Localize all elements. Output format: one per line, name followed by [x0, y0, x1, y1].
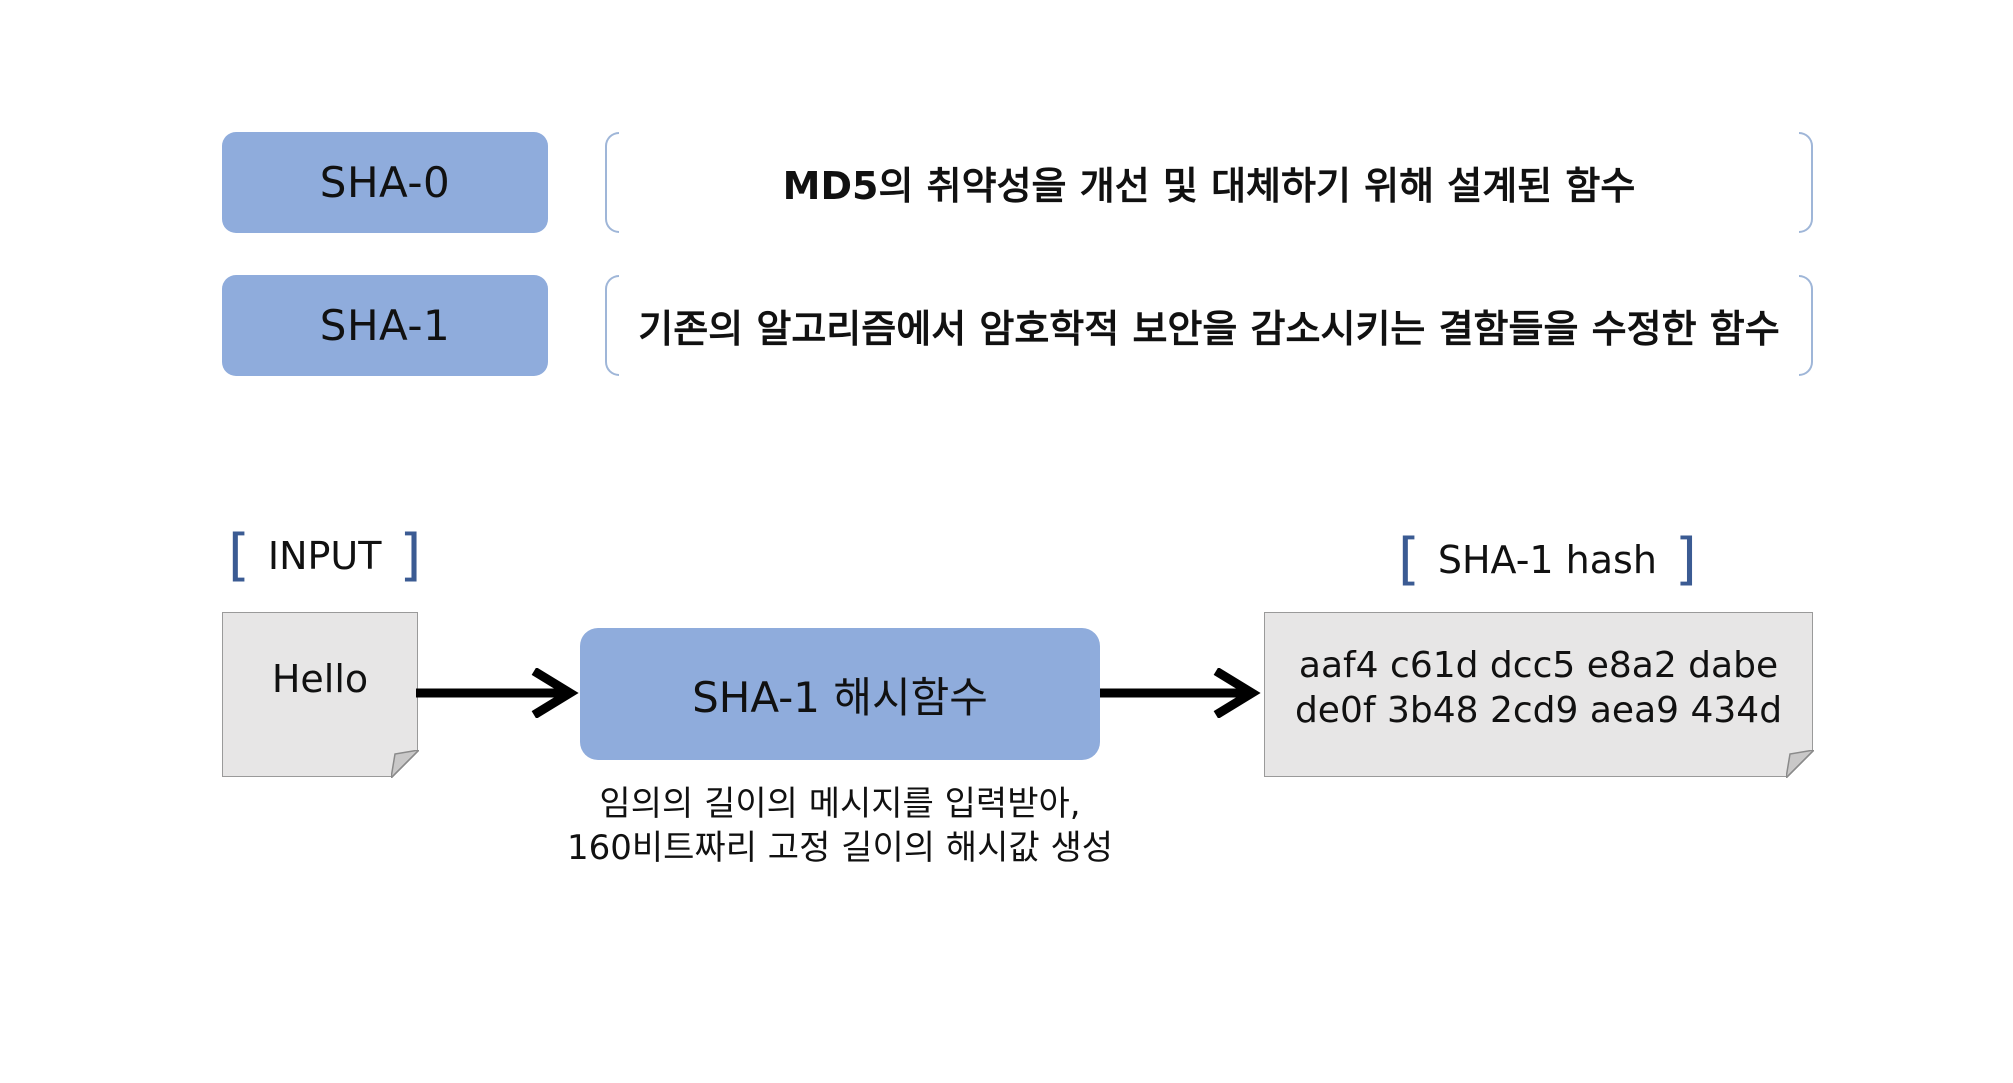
input-heading-text: INPUT [267, 534, 382, 578]
input-heading: [ INPUT ] [228, 525, 421, 587]
open-bracket-icon: [ [228, 523, 250, 588]
sha0-label: SHA-0 [319, 158, 451, 207]
sha0-label-box: SHA-0 [222, 132, 548, 233]
sha1-function-box: SHA-1 해시함수 [580, 628, 1100, 760]
sha0-description-box: MD5의 취약성을 개선 및 대체하기 위해 설계된 함수 [605, 132, 1813, 233]
arrow-to-output [1098, 668, 1261, 718]
function-caption: 임의의 길이의 메시지를 입력받아, 160비트짜리 고정 길이의 해시값 생성 [540, 782, 1140, 870]
arrow-to-function [416, 668, 579, 718]
close-bracket-icon: ] [399, 523, 422, 588]
caption-line: 임의의 길이의 메시지를 입력받아, [599, 784, 1081, 824]
sha1-label: SHA-1 [319, 301, 451, 350]
left-bracket-frame [605, 132, 619, 233]
output-note: aaf4 c61d dcc5 e8a2 dabe de0f 3b48 2cd9 … [1264, 612, 1814, 778]
hash-line: aaf4 c61d dcc5 e8a2 dabe [1298, 645, 1779, 686]
output-heading-text: SHA-1 hash [1437, 538, 1657, 582]
output-heading: [ SHA-1 hash ] [1398, 529, 1697, 591]
close-bracket-icon: ] [1674, 527, 1697, 592]
sha0-description: MD5의 취약성을 개선 및 대체하기 위해 설계된 함수 [782, 164, 1636, 208]
sha1-label-box: SHA-1 [222, 275, 548, 376]
open-bracket-icon: [ [1398, 527, 1420, 592]
right-bracket-frame [1799, 275, 1813, 376]
right-bracket-frame [1799, 132, 1813, 233]
input-note: Hello [222, 612, 419, 778]
hash-line: de0f 3b48 2cd9 aea9 434d [1294, 690, 1783, 731]
input-value: Hello [271, 657, 369, 701]
sha1-description: 기존의 알고리즘에서 암호학적 보안을 감소시키는 결함들을 수정한 함수 [638, 307, 1780, 351]
function-label: SHA-1 해시함수 [692, 672, 988, 722]
left-bracket-frame [605, 275, 619, 376]
folded-corner-icon [390, 749, 419, 778]
folded-corner-icon [1785, 749, 1814, 778]
caption-line: 160비트짜리 고정 길이의 해시값 생성 [566, 828, 1114, 868]
sha1-description-box: 기존의 알고리즘에서 암호학적 보안을 감소시키는 결함들을 수정한 함수 [605, 275, 1813, 376]
